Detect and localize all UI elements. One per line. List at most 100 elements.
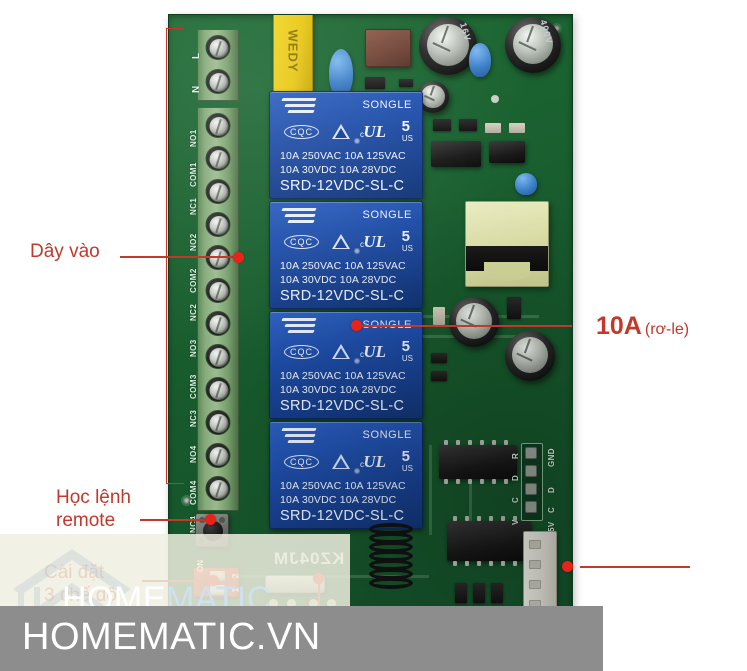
terminal-screw[interactable] bbox=[205, 377, 231, 402]
relay-part-number: SRD-12VDC-SL-C bbox=[280, 398, 405, 414]
silk-label-NC2: NC2 bbox=[189, 303, 198, 321]
relay-rating-line-2: 10A 30VDC 10A 28VDC bbox=[280, 164, 397, 176]
relay-rating-line-2: 10A 30VDC 10A 28VDC bbox=[280, 274, 397, 286]
relay-mark-5: 5 bbox=[401, 448, 410, 465]
pcb-trace bbox=[469, 455, 472, 525]
relay-rating-line-2: 10A 30VDC 10A 28VDC bbox=[280, 494, 397, 506]
relay-part-number: SRD-12VDC-SL-C bbox=[280, 288, 405, 304]
annotation-role-marker bbox=[351, 320, 362, 331]
silk-label-NO2: NO2 bbox=[189, 233, 198, 251]
silk-pin-D: D bbox=[511, 474, 520, 481]
smd-component bbox=[485, 123, 501, 133]
programming-header[interactable] bbox=[521, 443, 543, 521]
relay-rating-line-1: 10A 250VAC 10A 125VAC bbox=[280, 480, 406, 492]
watermark-panel bbox=[0, 534, 350, 606]
silk-label-COM1: COM1 bbox=[189, 162, 198, 187]
relay-vent-hole bbox=[354, 138, 360, 144]
solder-pad bbox=[491, 95, 499, 103]
smd-component bbox=[459, 119, 477, 131]
ul-c-mark: c bbox=[360, 460, 364, 469]
optocoupler-ic bbox=[489, 141, 525, 163]
relay-3: SONGLE CQC c UL 5 US 10A 250VAC 10A 125V… bbox=[269, 311, 423, 419]
terminal-screw[interactable] bbox=[205, 476, 231, 501]
terminal-screw[interactable] bbox=[205, 245, 231, 270]
input-terminal-block[interactable] bbox=[197, 29, 239, 101]
output-terminal-block[interactable] bbox=[197, 107, 239, 511]
relay-brand: SONGLE bbox=[362, 209, 412, 221]
annotation-hoc-lenh-leader bbox=[140, 519, 208, 521]
silk-label-NO1: NO1 bbox=[189, 129, 198, 147]
relay-part-number: SRD-12VDC-SL-C bbox=[280, 508, 405, 524]
terminal-screw[interactable] bbox=[205, 69, 231, 94]
annotation-connector-leader bbox=[580, 566, 690, 568]
relay-rating-line-2: 10A 30VDC 10A 28VDC bbox=[280, 384, 397, 396]
smd-component bbox=[431, 353, 447, 363]
songle-logo-icon bbox=[281, 318, 318, 338]
terminal-screw[interactable] bbox=[205, 443, 231, 468]
blue-capacitor bbox=[515, 173, 537, 195]
cqc-mark-icon: CQC bbox=[284, 235, 319, 249]
terminal-screw[interactable] bbox=[205, 212, 231, 237]
ul-c-mark: c bbox=[360, 240, 364, 249]
silk-label-COM4: COM4 bbox=[189, 480, 198, 505]
terminal-screw[interactable] bbox=[205, 344, 231, 369]
silk-pin-C: C bbox=[511, 496, 520, 503]
blue-capacitor bbox=[469, 43, 491, 77]
terminal-screw[interactable] bbox=[205, 311, 231, 336]
silk-pin-R: R bbox=[511, 452, 520, 459]
triangle-mark-icon bbox=[332, 234, 350, 249]
songle-logo-icon bbox=[281, 98, 318, 118]
microcontroller-ic bbox=[447, 516, 531, 566]
relay-vent-hole bbox=[354, 468, 360, 474]
smd-component bbox=[507, 297, 521, 319]
songle-logo-icon bbox=[281, 208, 318, 228]
smd-component bbox=[431, 371, 447, 381]
mains-capacitor-label: WEDY bbox=[285, 29, 301, 73]
silk-label-D: D bbox=[547, 486, 556, 493]
annotation-day-vao-label: Dây vào bbox=[30, 241, 100, 262]
relay-mark-us: US bbox=[401, 134, 413, 143]
terminal-screw[interactable] bbox=[205, 35, 231, 60]
relay-mark-5: 5 bbox=[401, 228, 410, 245]
triangle-mark-icon bbox=[332, 454, 350, 469]
optocoupler-ic bbox=[431, 141, 481, 167]
relay-rating-line-1: 10A 250VAC 10A 125VAC bbox=[280, 150, 406, 162]
smd-component bbox=[433, 307, 445, 325]
relay-mark-5: 5 bbox=[401, 118, 410, 135]
blue-capacitor bbox=[329, 49, 353, 97]
songle-logo-icon bbox=[281, 428, 318, 448]
silk-label-GND: GND bbox=[547, 448, 556, 467]
relay-mark-5: 5 bbox=[401, 338, 410, 355]
relay-brand: SONGLE bbox=[362, 429, 412, 441]
terminal-screw[interactable] bbox=[205, 410, 231, 435]
mounting-hole bbox=[181, 495, 192, 506]
smd-diode bbox=[365, 77, 385, 89]
triangle-mark-icon bbox=[332, 344, 350, 359]
relay-rating-line-1: 10A 250VAC 10A 125VAC bbox=[280, 370, 406, 382]
ul-mark-icon: UL bbox=[363, 342, 386, 361]
film-capacitor bbox=[365, 29, 411, 67]
relay-vent-hole bbox=[354, 358, 360, 364]
terminal-screw[interactable] bbox=[205, 179, 231, 204]
cqc-mark-icon: CQC bbox=[284, 345, 319, 359]
driver-ic bbox=[439, 440, 517, 484]
annotation-day-vao-marker bbox=[233, 252, 244, 263]
relay-brand: SONGLE bbox=[362, 99, 412, 111]
ul-mark-icon: UL bbox=[363, 452, 386, 471]
terminal-screw[interactable] bbox=[205, 113, 231, 138]
switching-transformer bbox=[465, 201, 549, 287]
relay-mark-us: US bbox=[401, 354, 413, 363]
terminal-screw[interactable] bbox=[205, 278, 231, 303]
electrolytic-capacitor bbox=[505, 331, 555, 381]
silk-label-NC1: NC1 bbox=[189, 197, 198, 215]
terminal-screw[interactable] bbox=[205, 146, 231, 171]
relay-4: SONGLE CQC c UL 5 US 10A 250VAC 10A 125V… bbox=[269, 421, 423, 529]
smd-component bbox=[455, 583, 467, 603]
annotation-hoc-lenh-label: Học lệnh remote bbox=[56, 487, 131, 532]
ul-c-mark: c bbox=[360, 130, 364, 139]
annotation-role-suffix: (rơ-le) bbox=[644, 321, 690, 338]
annotation-role-group: 10A(rơ-le) bbox=[596, 312, 689, 341]
silk-label-NO3: NO3 bbox=[189, 339, 198, 357]
smd-component bbox=[473, 583, 485, 603]
